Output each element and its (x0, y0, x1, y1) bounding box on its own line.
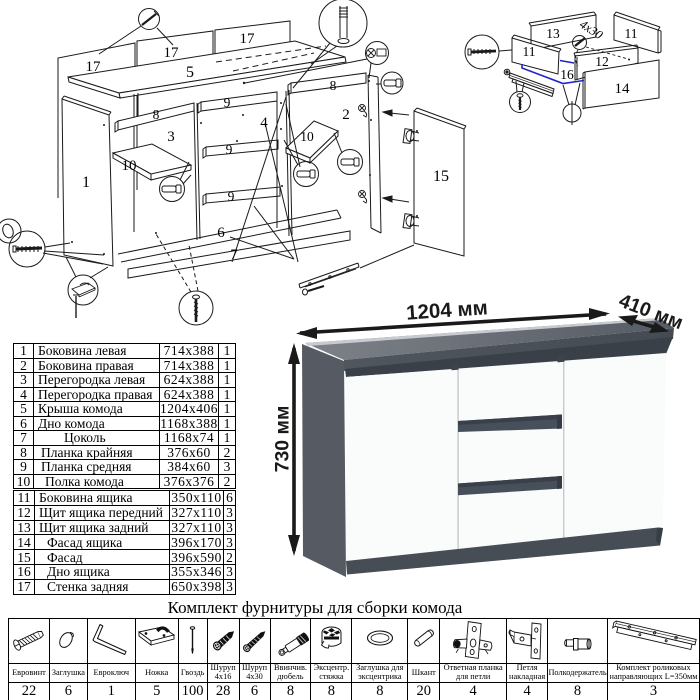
svg-text:9: 9 (228, 189, 235, 204)
svg-text:4: 4 (260, 115, 268, 131)
svg-text:1204 мм: 1204 мм (405, 296, 488, 324)
svg-text:5: 5 (186, 64, 194, 81)
svg-text:6: 6 (217, 225, 225, 241)
svg-text:14: 14 (615, 81, 631, 97)
svg-text:17: 17 (86, 59, 102, 75)
svg-text:1: 1 (82, 174, 90, 191)
svg-text:730 мм: 730 мм (272, 406, 294, 473)
svg-text:10: 10 (300, 129, 314, 144)
svg-text:8: 8 (153, 107, 160, 122)
svg-text:13: 13 (546, 26, 560, 41)
svg-text:15: 15 (433, 168, 449, 185)
svg-text:3: 3 (167, 129, 175, 145)
svg-text:10: 10 (122, 158, 137, 174)
svg-text:17: 17 (164, 45, 180, 61)
svg-text:12: 12 (595, 54, 609, 69)
svg-text:2: 2 (342, 107, 350, 123)
svg-text:9: 9 (226, 142, 233, 157)
svg-text:11: 11 (625, 26, 638, 41)
svg-text:17: 17 (240, 31, 256, 47)
svg-text:16: 16 (560, 67, 574, 82)
svg-text:11: 11 (523, 44, 536, 59)
svg-text:8: 8 (330, 78, 337, 93)
svg-text:7: 7 (230, 247, 238, 263)
svg-text:9: 9 (224, 95, 231, 110)
